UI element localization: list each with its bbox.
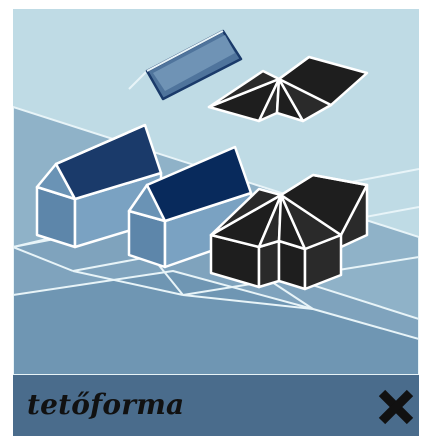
caption-label: tetőforma [27,387,184,423]
close-icon [375,387,417,427]
caption-bar: tetőforma [13,375,419,436]
close-button[interactable] [375,387,417,427]
roof-shape-illustration [13,9,419,375]
